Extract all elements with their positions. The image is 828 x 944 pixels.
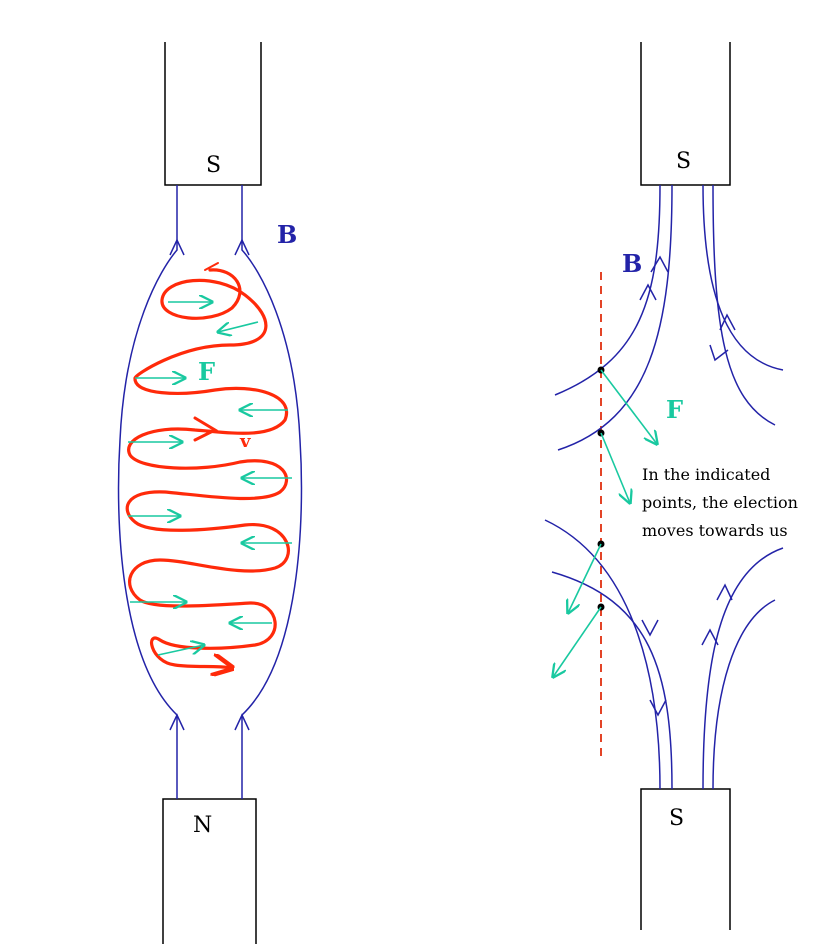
velocity-label: v: [239, 431, 251, 452]
left-field-lines: [117, 185, 303, 799]
right-force-arrow-2: [600, 432, 630, 503]
force-arrow-11: [157, 645, 204, 656]
left-force-label: F: [198, 357, 215, 386]
left-diagram: S N B v: [117, 42, 303, 944]
right-diagram: S S B: [544, 42, 803, 930]
right-field-line-lower-2: [551, 571, 673, 790]
left-field-line-2: [241, 185, 303, 799]
right-field-line-lower-1: [544, 519, 661, 790]
right-force-arrow-4: [553, 606, 602, 677]
right-force-arrow-1: [600, 369, 657, 444]
electron-helix: [125, 262, 290, 668]
point-note: In the indicated points, the election mo…: [642, 465, 803, 540]
right-field-line-upper-2: [557, 184, 673, 451]
right-field-label: B: [622, 249, 642, 278]
right-force-label: F: [666, 395, 683, 424]
right-field-line-lower-4: [712, 599, 776, 790]
point-note-line-2: points, the election: [642, 493, 798, 512]
right-force-arrow-3: [568, 543, 602, 613]
right-field-lines: [544, 184, 784, 790]
right-force-arrows: [553, 369, 657, 677]
left-top-pole-label: S: [206, 153, 221, 178]
left-force-arrows: [128, 302, 292, 656]
left-top-magnet: [164, 42, 262, 186]
point-note-line-1: In the indicated: [642, 465, 770, 484]
right-field-line-lower-3: [702, 547, 784, 790]
left-field-label: B: [277, 220, 297, 249]
point-note-line-3: moves towards us: [642, 521, 788, 540]
right-top-magnet: [640, 42, 731, 186]
right-bottom-magnet: [640, 788, 731, 930]
force-arrow-2: [218, 321, 259, 332]
left-bottom-magnet: [162, 798, 257, 944]
right-field-line-upper-4: [712, 184, 776, 426]
right-field-line-upper-3: [702, 184, 784, 371]
right-top-pole-label: S: [676, 149, 691, 174]
electron-helix-path: [125, 268, 290, 668]
left-bottom-pole-label: N: [193, 813, 212, 838]
right-field-line-upper-1: [554, 184, 661, 396]
right-bottom-pole-label: S: [669, 806, 684, 831]
left-field-line-1: [117, 185, 178, 799]
